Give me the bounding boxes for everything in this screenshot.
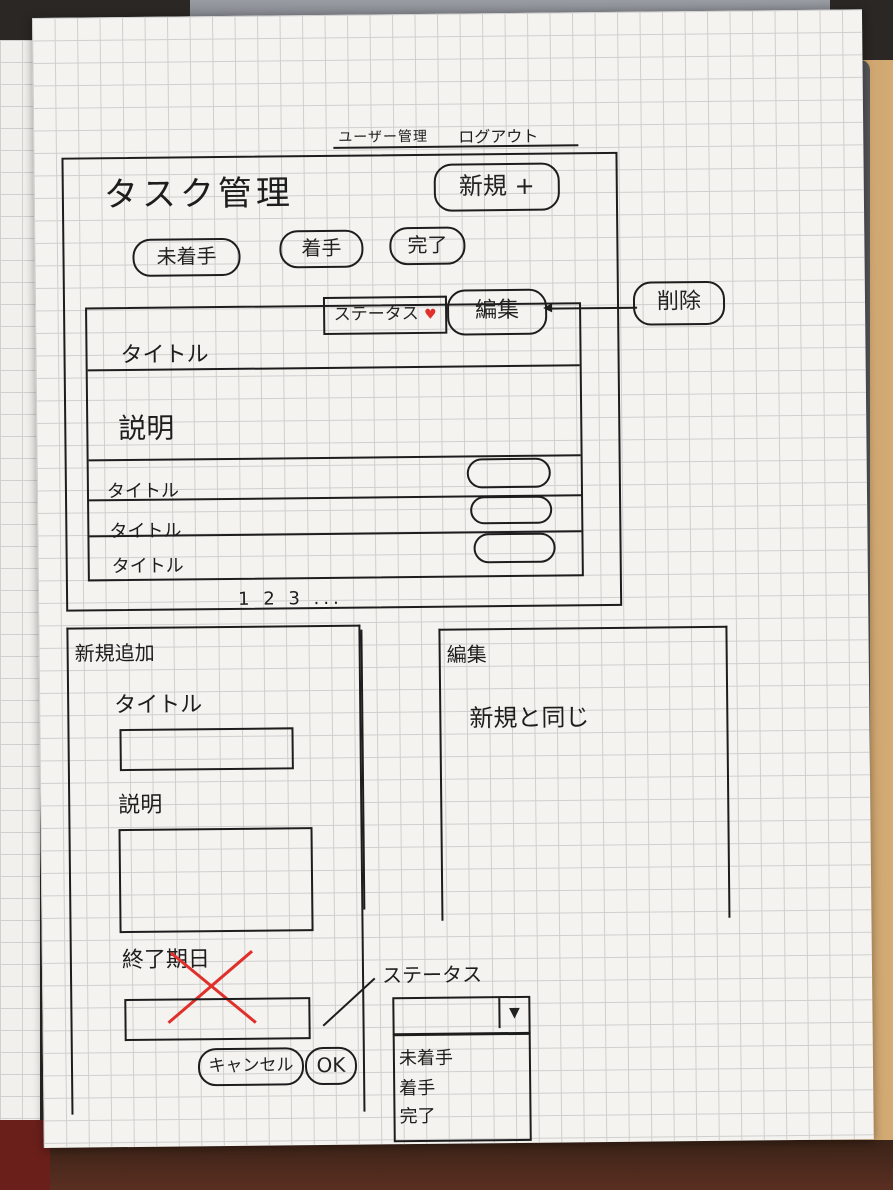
status-option[interactable]: 着手 bbox=[399, 1077, 436, 1100]
row-action-button[interactable] bbox=[470, 495, 553, 525]
edit-panel bbox=[438, 625, 731, 921]
edit-panel-note: 新規と同じ bbox=[469, 703, 590, 733]
sketch-page: ユーザー管理 ログアウト タスク管理 新規 + 未着手 着手 完了 タイトル ス… bbox=[32, 9, 874, 1148]
dropdown-arrow-icon[interactable]: ▼ bbox=[498, 997, 529, 1029]
tab-done[interactable]: 完了 bbox=[389, 226, 466, 266]
notebook-strap bbox=[0, 1120, 50, 1190]
task-description: 説明 bbox=[118, 411, 175, 446]
title-field-label: タイトル bbox=[114, 692, 203, 719]
notebook-bottom bbox=[0, 1140, 893, 1190]
task-row-title[interactable]: タイトル bbox=[109, 520, 182, 543]
due-date-label: 終了期日 bbox=[121, 947, 211, 974]
edit-panel-heading: 編集 bbox=[446, 642, 487, 667]
pagination[interactable]: 1 2 3 ... bbox=[237, 587, 343, 610]
status-field-label: ステータス bbox=[381, 962, 483, 988]
cancel-button[interactable]: キャンセル bbox=[197, 1047, 305, 1087]
user-admin-link[interactable]: ユーザー管理 bbox=[338, 128, 429, 146]
status-select-label: ステータス bbox=[333, 303, 419, 325]
status-dropdown[interactable]: ▼ bbox=[392, 995, 531, 1036]
status-options-list: 未着手 着手 完了 bbox=[392, 1032, 532, 1143]
row-action-button[interactable] bbox=[473, 532, 556, 564]
tab-not-started[interactable]: 未着手 bbox=[132, 237, 241, 277]
description-input[interactable] bbox=[118, 827, 314, 934]
due-date-input[interactable] bbox=[124, 997, 311, 1042]
status-option[interactable]: 完了 bbox=[399, 1105, 436, 1128]
description-field-label: 説明 bbox=[118, 792, 163, 819]
status-select[interactable]: ステータス ♥ bbox=[322, 295, 448, 335]
ok-button[interactable]: OK bbox=[304, 1046, 358, 1086]
new-form-heading: 新規追加 bbox=[74, 640, 155, 666]
heart-dropdown-icon: ♥ bbox=[423, 306, 437, 323]
arrow-left-icon: ◂ bbox=[542, 296, 553, 318]
row-action-button[interactable] bbox=[466, 457, 551, 489]
delete-button[interactable]: 削除 bbox=[632, 280, 726, 326]
task-title: タイトル bbox=[120, 342, 209, 369]
new-task-button[interactable]: 新規 + bbox=[433, 162, 561, 212]
title-input[interactable] bbox=[119, 727, 294, 772]
page-title: タスク管理 bbox=[103, 173, 295, 216]
tab-in-progress[interactable]: 着手 bbox=[279, 229, 364, 269]
edit-button[interactable]: 編集 bbox=[446, 288, 548, 336]
task-row-title[interactable]: タイトル bbox=[106, 480, 180, 503]
status-option[interactable]: 未着手 bbox=[398, 1047, 454, 1070]
task-row-title[interactable]: タイトル bbox=[111, 555, 184, 578]
logout-link[interactable]: ログアウト bbox=[458, 126, 539, 147]
